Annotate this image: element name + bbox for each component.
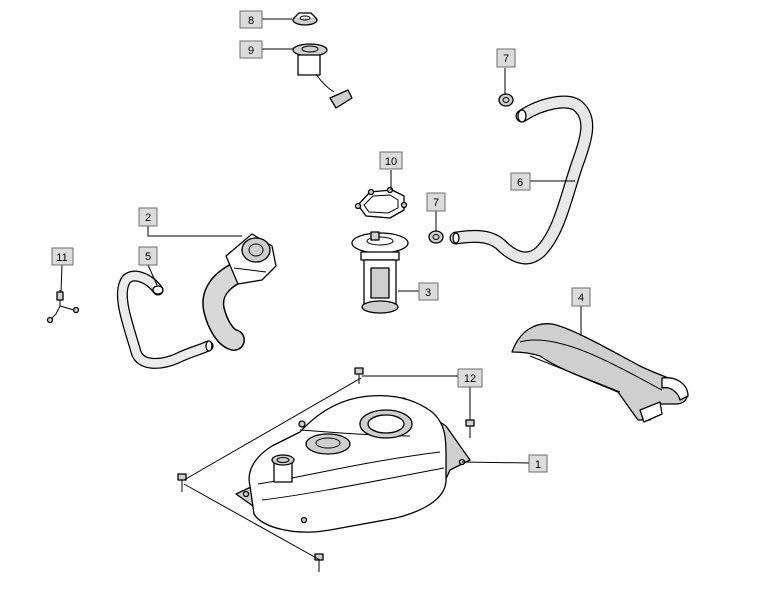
svg-text:8: 8 [248,15,254,27]
part-1-fuel-tank [235,394,471,533]
svg-text:10: 10 [385,156,397,168]
svg-text:2: 2 [145,212,151,224]
svg-text:6: 6 [517,177,523,189]
part-3-fuel-pump [351,231,409,314]
bolt-2 [465,419,475,438]
bolt-1 [354,367,364,384]
svg-text:7: 7 [503,53,509,65]
svg-text:5: 5 [145,251,151,263]
bolt-alignment-lines [183,377,362,561]
part-2-filler-neck [202,233,277,351]
callout-7: 7 [426,192,446,212]
callout-12: 12 [457,368,483,388]
callout-2: 2 [138,207,158,227]
callout-7: 7 [496,48,516,68]
callout-5: 5 [138,246,158,266]
part-7-hose-clamp-upper [498,93,514,107]
part-4-heat-shield [511,323,689,423]
callout-11: 11 [51,247,74,266]
leader-lines [60,18,582,464]
callout-1: 1 [528,454,548,473]
svg-text:9: 9 [248,45,254,57]
part-8-lock-ring [292,12,318,26]
part-10-retaining-ring [354,186,408,219]
svg-text:11: 11 [56,252,67,264]
part-9-fuel-level-sender [292,43,353,109]
callout-8: 8 [239,10,263,29]
svg-text:4: 4 [578,292,584,304]
part-6-vent-hose [449,95,594,265]
callout-4: 4 [571,287,591,307]
bolt-4 [314,553,324,572]
callout-10: 10 [379,151,403,170]
part-7-hose-clamp-lower [428,230,444,244]
part-5-filler-vent-hose [116,270,214,369]
part-12-mounting-bolts [177,367,475,572]
svg-text:3: 3 [425,287,431,299]
bolt-3 [177,473,187,492]
callout-9: 9 [239,40,263,59]
part-11-bracket [46,290,80,324]
svg-text:1: 1 [535,459,541,471]
callout-3: 3 [418,282,439,301]
svg-text:12: 12 [464,373,476,385]
callout-6: 6 [510,172,531,191]
svg-text:7: 7 [433,197,439,209]
